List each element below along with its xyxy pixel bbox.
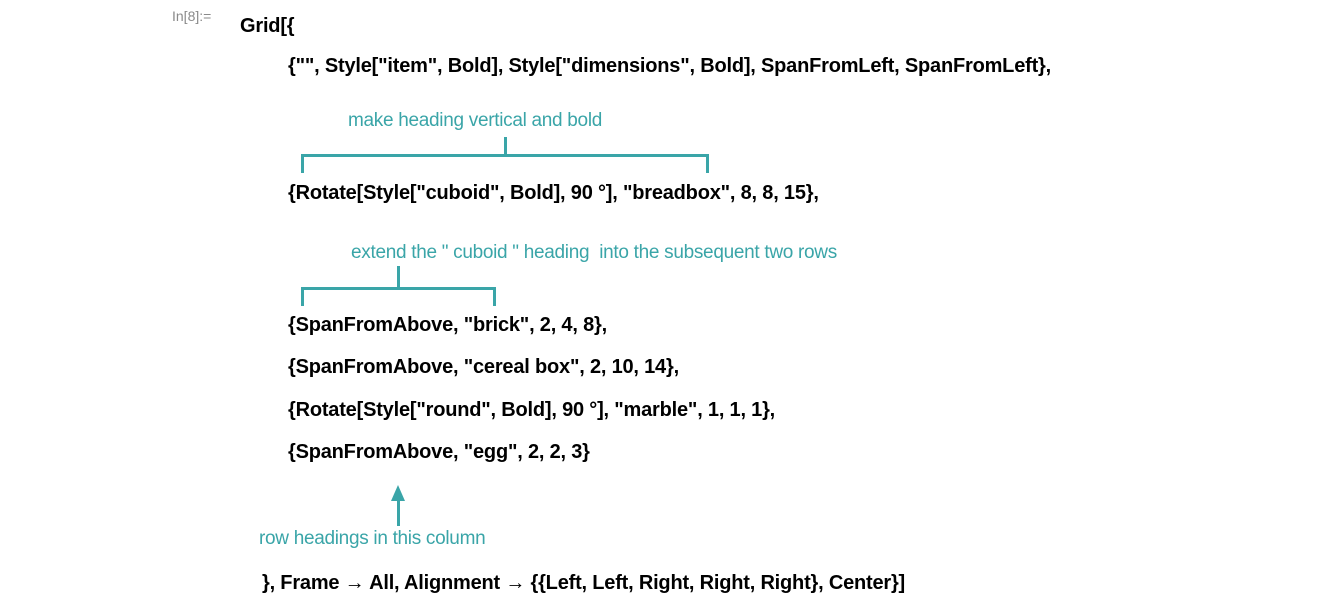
code-line-header-row[interactable]: {"", Style["item", Bold], Style["dimensi… xyxy=(288,55,1051,77)
code-line-brick-row[interactable]: {SpanFromAbove, "brick", 2, 4, 8}, xyxy=(288,314,607,336)
code-line-cereal-row[interactable]: {SpanFromAbove, "cereal box", 2, 10, 14}… xyxy=(288,356,679,378)
code-line-cuboid-row[interactable]: {Rotate[Style["cuboid", Bold], 90 °], "b… xyxy=(288,182,819,204)
code-line-grid-close[interactable]: }, Frame → All, Alignment → {{Left, Left… xyxy=(262,572,906,594)
annotation-heading-vertical: make heading vertical and bold xyxy=(348,110,603,131)
code-line-round-row[interactable]: {Rotate[Style["round", Bold], 90 °], "ma… xyxy=(288,399,776,421)
code-line-grid-open[interactable]: Grid[{ xyxy=(240,15,295,37)
input-label: In[8]:= xyxy=(172,8,212,24)
annotation-extend-cuboid: extend the " cuboid " heading into the s… xyxy=(351,242,837,263)
annotation-row-headings: row headings in this column xyxy=(259,528,486,549)
code-line-egg-row[interactable]: {SpanFromAbove, "egg", 2, 2, 3} xyxy=(288,441,590,463)
